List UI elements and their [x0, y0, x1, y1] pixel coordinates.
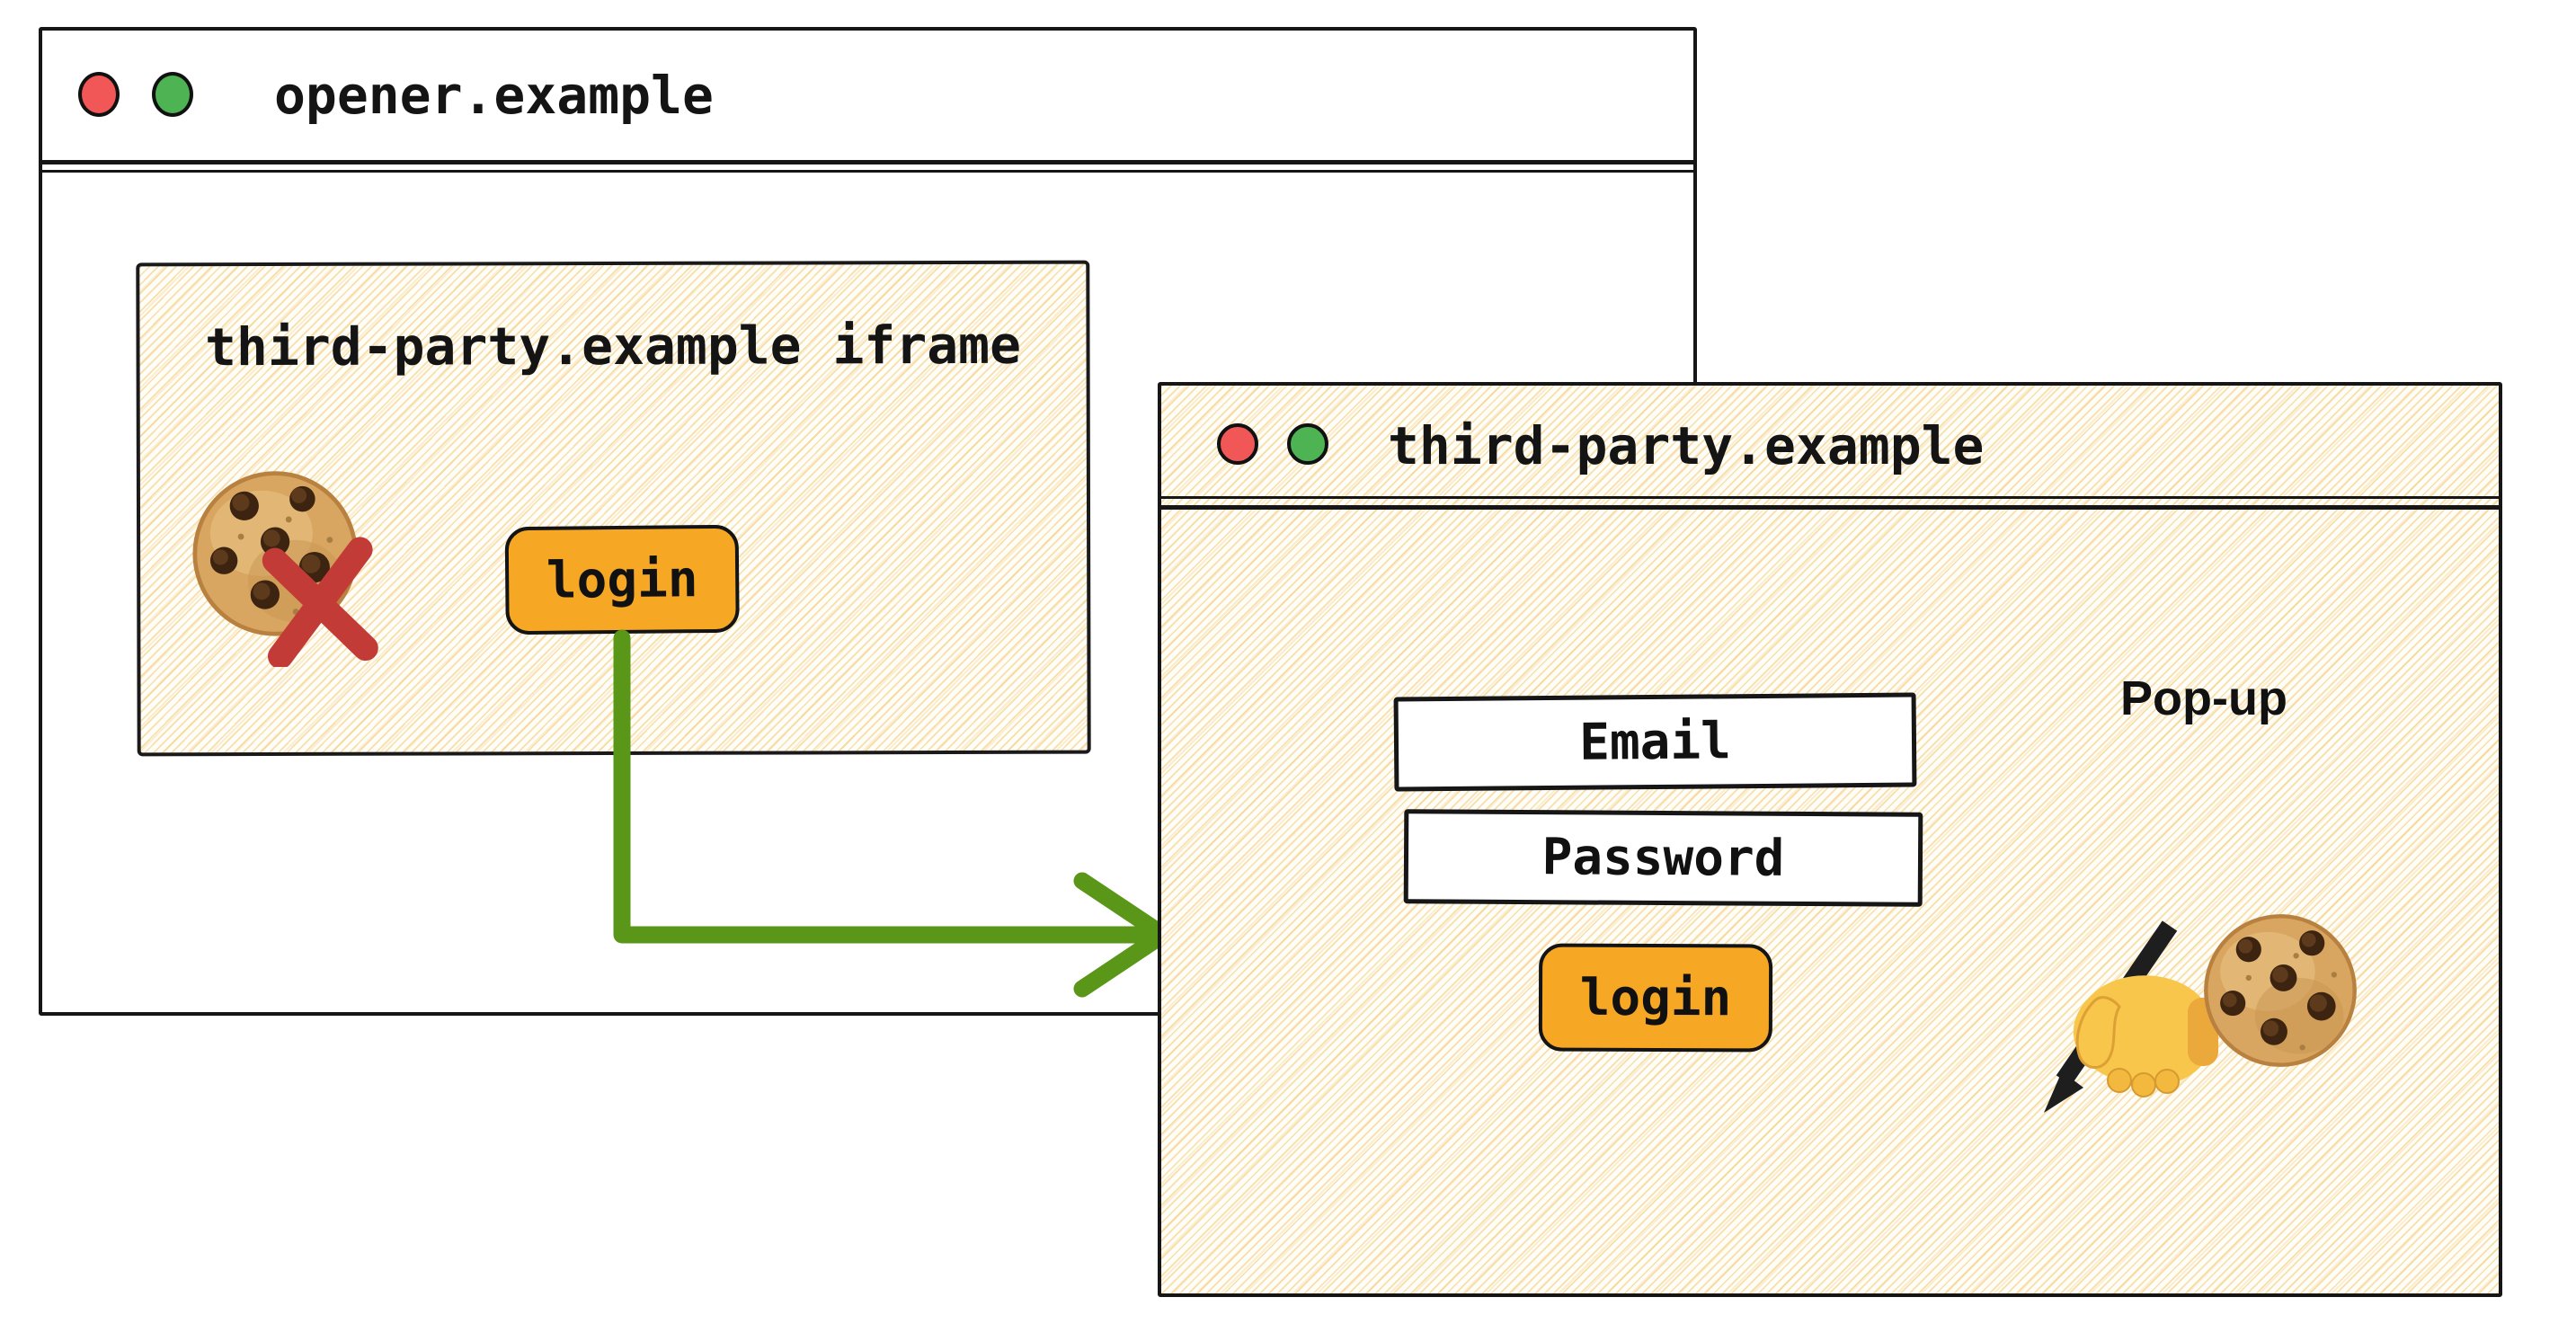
password-field[interactable]: Password	[1403, 809, 1923, 907]
popup-login-button[interactable]: login	[1538, 943, 1773, 1053]
cookie-icon	[2201, 911, 2359, 1070]
opens-popup-arrow	[539, 611, 1222, 1007]
blocked-cross-icon	[248, 534, 392, 668]
traffic-light-zoom-icon[interactable]	[152, 72, 193, 117]
popup-window-title: third-party.example	[1388, 414, 1985, 476]
email-field[interactable]: Email	[1393, 692, 1917, 792]
popup-window-body: Pop-up Email Password login	[1161, 514, 2499, 1293]
iframe-title: third-party.example iframe	[204, 314, 1022, 378]
popup-window-titlebar: third-party.example	[1161, 386, 2499, 510]
opener-window-title: opener.example	[274, 65, 714, 126]
writing-hand-icon	[2033, 911, 2222, 1127]
traffic-light-close-icon[interactable]	[78, 72, 120, 117]
opener-window-titlebar: opener.example	[40, 31, 1695, 173]
third-party-iframe: third-party.example iframe	[136, 260, 1091, 757]
traffic-light-zoom-icon[interactable]	[1287, 423, 1328, 465]
traffic-light-close-icon[interactable]	[1217, 423, 1258, 465]
popup-window: third-party.example Pop-up Email Passwor…	[1158, 382, 2502, 1297]
popup-label: Pop-up	[2120, 671, 2287, 725]
